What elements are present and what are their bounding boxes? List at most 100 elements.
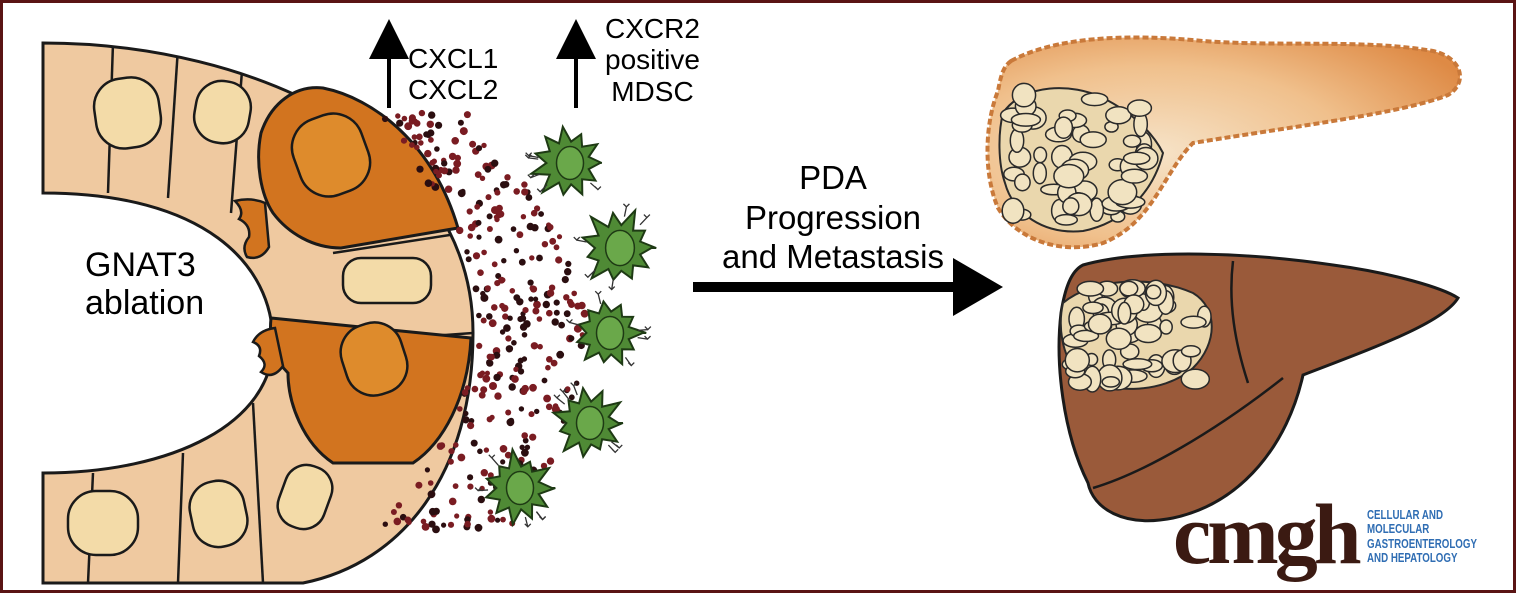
chemokine-dot bbox=[412, 118, 418, 124]
chemokine-dot bbox=[486, 353, 493, 360]
chemokine-dot bbox=[519, 444, 525, 450]
chemokine-dot bbox=[462, 416, 470, 424]
chemokine-dot bbox=[510, 226, 517, 232]
chemokine-dot bbox=[440, 167, 449, 175]
epithelial-nuclei bbox=[66, 76, 433, 557]
chemokine-dot bbox=[564, 386, 571, 393]
chemokine-dot bbox=[522, 307, 529, 314]
mdsc-label: CXCR2 positive MDSC bbox=[605, 13, 700, 107]
tumor-cell bbox=[1079, 131, 1107, 149]
chemokine-dot bbox=[477, 269, 484, 277]
chemokine-dot bbox=[495, 517, 501, 523]
chemokine-dot bbox=[390, 509, 397, 515]
chemokine-dot bbox=[418, 140, 424, 146]
chemokine-dot bbox=[404, 516, 412, 524]
chemokine-dot bbox=[395, 502, 403, 509]
chemokine-dot bbox=[464, 385, 470, 391]
chemokine-dot bbox=[396, 119, 404, 127]
chemokine-dot bbox=[516, 298, 524, 306]
tumor-cell bbox=[1054, 213, 1079, 226]
chemokine-dot bbox=[517, 316, 524, 323]
chemokine-dot bbox=[409, 142, 415, 148]
chemokine-dot bbox=[521, 432, 528, 439]
chemokine-dot bbox=[500, 516, 506, 523]
chemokine-dot bbox=[543, 394, 551, 403]
chemokine-dot bbox=[521, 356, 528, 362]
chemokine-dot bbox=[423, 131, 430, 138]
chemokine-dot bbox=[421, 523, 430, 531]
chemokine-dot bbox=[547, 224, 554, 231]
chemokine-dot bbox=[428, 520, 436, 528]
chemokine-dot bbox=[500, 459, 506, 465]
tumor-cell bbox=[1122, 357, 1153, 371]
chemokine-dot bbox=[474, 523, 483, 532]
chemokine-dot bbox=[454, 513, 460, 519]
chemokine-dot bbox=[444, 185, 453, 193]
chemokine-dot bbox=[528, 296, 534, 302]
chemokine-dot bbox=[502, 313, 509, 320]
chemokine-dot bbox=[486, 226, 493, 232]
chemokine-dot bbox=[542, 300, 550, 309]
chemokine-dot bbox=[536, 254, 543, 262]
chemokine-dot bbox=[529, 433, 537, 441]
chemokine-dot bbox=[561, 276, 569, 284]
chemokine-dot bbox=[520, 214, 527, 220]
chemokine-dot bbox=[416, 165, 424, 173]
chemokine-dot bbox=[486, 359, 493, 366]
tuft-cells bbox=[232, 86, 473, 465]
chemokine-dot bbox=[466, 208, 473, 215]
chemokine-dot bbox=[528, 411, 535, 418]
chemokine-dot bbox=[506, 418, 515, 427]
tumor-cell bbox=[1180, 368, 1211, 390]
chemokine-dot bbox=[498, 276, 505, 284]
journal-name-line: AND HEPATOLOGY bbox=[1367, 551, 1458, 566]
tumor-cell bbox=[1076, 280, 1105, 297]
chemokine-dot bbox=[435, 121, 443, 129]
chemokine-dot bbox=[472, 285, 480, 293]
chemokine-dot bbox=[447, 458, 454, 465]
chemokine-dot bbox=[382, 521, 388, 527]
chemokine-dot bbox=[476, 234, 482, 240]
chemokine-dot bbox=[480, 469, 488, 477]
tumor-cell bbox=[1062, 197, 1080, 216]
chemokine-dot bbox=[463, 410, 469, 417]
chemokine-dot bbox=[428, 111, 436, 119]
tumor-cell bbox=[1105, 327, 1132, 351]
chemokine-dot bbox=[511, 375, 519, 383]
journal-name-line: MOLECULAR bbox=[1367, 522, 1430, 537]
chemokine-dot bbox=[571, 290, 577, 297]
chemokine-dot bbox=[521, 448, 529, 457]
tumor-cell bbox=[1120, 168, 1149, 184]
chemokine-dot bbox=[486, 313, 493, 320]
chemokine-dot bbox=[521, 332, 528, 338]
tumor-cell bbox=[1064, 347, 1091, 373]
tumor-cell bbox=[1145, 284, 1162, 300]
tumor-cell bbox=[1033, 146, 1048, 164]
chemokine-dot bbox=[545, 403, 553, 411]
graphical-abstract-art bbox=[41, 19, 1462, 585]
tumor-cell bbox=[1180, 315, 1207, 329]
tumor-cell bbox=[1122, 151, 1151, 166]
chemokine-dot bbox=[555, 256, 563, 264]
chemokine-dot bbox=[467, 422, 475, 430]
chemokine-dot bbox=[556, 234, 563, 240]
chemokine-dot bbox=[519, 323, 528, 331]
chemokine-dot bbox=[500, 181, 508, 189]
chemokine-dot bbox=[469, 140, 477, 148]
chemokine-dot bbox=[436, 172, 442, 179]
chemokine-dot bbox=[475, 219, 482, 226]
positive-label: positive bbox=[605, 44, 700, 76]
chemokine-dot bbox=[485, 194, 492, 201]
chemokine-dot bbox=[404, 122, 413, 131]
chemokine-dot bbox=[546, 309, 553, 317]
chemokine-dot bbox=[540, 462, 548, 470]
tumor-cell bbox=[1001, 197, 1025, 224]
chemokine-dot bbox=[520, 388, 528, 395]
journal-name-line: CELLULAR AND bbox=[1367, 508, 1444, 522]
chemokine-dot bbox=[464, 520, 471, 528]
pda-label: PDA bbox=[799, 159, 867, 196]
chemokine-label: CXCL1 CXCL2 bbox=[408, 43, 498, 106]
chemokine-dot bbox=[499, 445, 508, 453]
tumor-cell bbox=[1010, 112, 1042, 127]
chemokine-dot bbox=[549, 237, 557, 245]
